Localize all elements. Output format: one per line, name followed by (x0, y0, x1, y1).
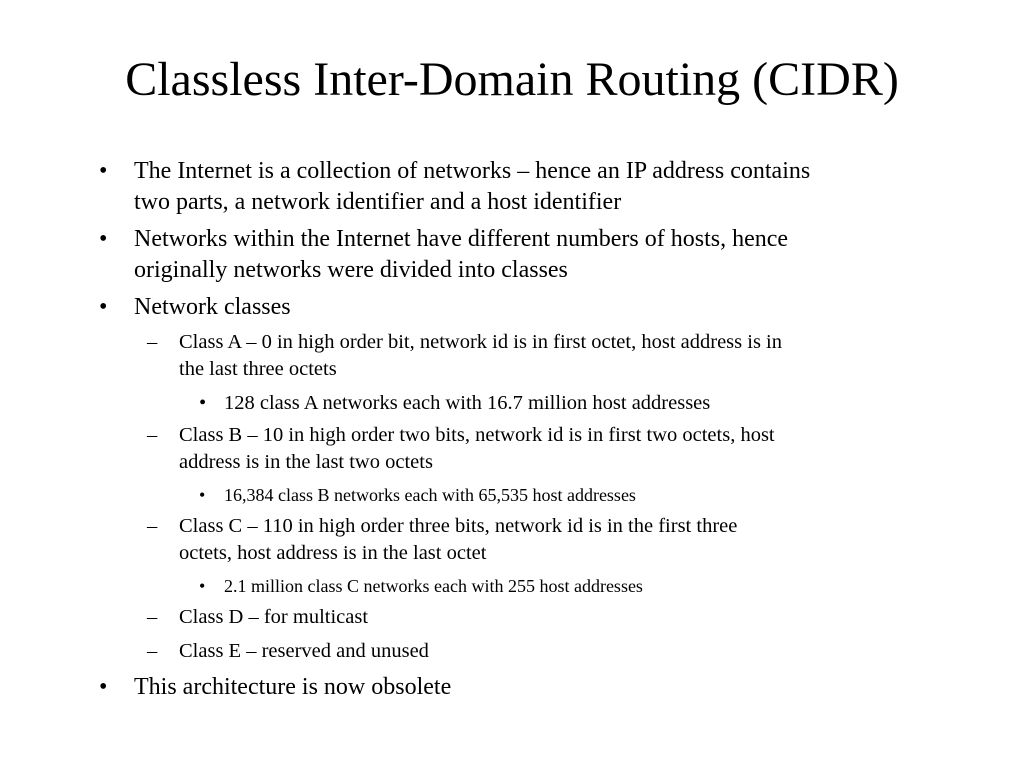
subbullet-class-c: – Class C – 110 in high order three bits… (0, 513, 1024, 567)
bullet-text-line: This architecture is now obsolete (134, 674, 452, 700)
bullet-marker: • (99, 294, 108, 320)
bullet-network-classes-origin: • Networks within the Internet have diff… (0, 224, 1024, 286)
dash-marker: – (147, 515, 158, 537)
bullet-marker: • (199, 392, 207, 414)
dash-marker: – (147, 331, 158, 353)
subsubbullet-text: 2.1 million class C networks each with 2… (224, 576, 643, 596)
subbullet-text-line: the last three octets (179, 358, 337, 380)
subbullet-text-line: Class B – 10 in high order two bits, net… (179, 424, 775, 446)
subbullet-class-a: – Class A – 0 in high order bit, network… (0, 329, 1024, 383)
bullet-marker: • (199, 485, 206, 505)
bullet-text-line: The Internet is a collection of networks… (134, 158, 811, 184)
subbullet-text: Class E – reserved and unused (179, 640, 429, 662)
dash-marker: – (147, 640, 158, 662)
bullet-ip-address-parts: • The Internet is a collection of networ… (0, 156, 1024, 218)
bullet-marker: • (199, 576, 206, 596)
subsubbullet-text: 128 class A networks each with 16.7 mill… (224, 392, 711, 414)
bullet-text-line: Network classes (134, 294, 291, 320)
slide-title: Classless Inter-Domain Routing (CIDR) (125, 53, 899, 106)
subsubbullet-text: 16,384 class B networks each with 65,535… (224, 485, 636, 505)
subbullet-class-e: – Class E – reserved and unused (0, 638, 1024, 665)
bullet-text-line: two parts, a network identifier and a ho… (134, 189, 622, 215)
subbullet-class-d: – Class D – for multicast (0, 604, 1024, 631)
bullet-text-line: Networks within the Internet have differ… (134, 226, 789, 252)
subbullet-text-line: address is in the last two octets (179, 451, 433, 473)
subbullet-class-b: – Class B – 10 in high order two bits, n… (0, 422, 1024, 476)
subbullet-text-line: octets, host address is in the last octe… (179, 542, 487, 564)
subsubbullet-class-b-count: • 16,384 class B networks each with 65,5… (0, 483, 1024, 507)
bullet-marker: • (99, 674, 108, 700)
slide-body: • The Internet is a collection of networ… (0, 156, 1024, 703)
bullet-marker: • (99, 226, 108, 252)
bullet-architecture-obsolete: • This architecture is now obsolete (0, 672, 1024, 703)
bullet-text-line: originally networks were divided into cl… (134, 257, 568, 283)
subbullet-text: Class D – for multicast (179, 606, 369, 628)
subbullet-text-line: Class C – 110 in high order three bits, … (179, 515, 738, 537)
dash-marker: – (147, 424, 158, 446)
subsubbullet-class-c-count: • 2.1 million class C networks each with… (0, 574, 1024, 598)
subsubbullet-class-a-count: • 128 class A networks each with 16.7 mi… (0, 390, 1024, 417)
dash-marker: – (147, 606, 158, 628)
bullet-marker: • (99, 158, 108, 184)
subbullet-text-line: Class A – 0 in high order bit, network i… (179, 331, 782, 353)
bullet-network-classes: • Network classes (0, 292, 1024, 323)
